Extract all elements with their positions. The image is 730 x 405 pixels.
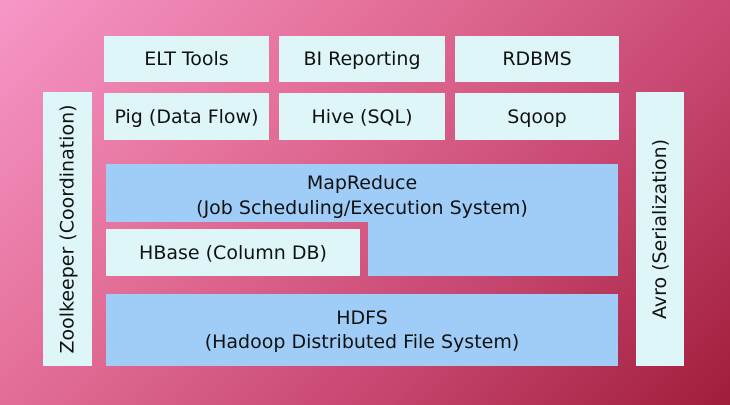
mapreduce-box-right (368, 221, 618, 276)
hive-label: Hive (SQL) (311, 105, 413, 128)
sqoop-box: Sqoop (455, 93, 619, 140)
hdfs-subtitle: (Hadoop Distributed File System) (204, 331, 520, 353)
pig-data-flow-box: Pig (Data Flow) (104, 93, 269, 140)
mapreduce-box-top (106, 164, 618, 222)
mapreduce-subtitle: (Job Scheduling/Execution System) (196, 197, 528, 219)
bi-reporting-box: BI Reporting (279, 36, 445, 82)
rdbms-box: RDBMS (455, 36, 619, 82)
zookeeper-coordination-box: Zoolkeeper (Coordination) (43, 92, 92, 366)
hdfs-title: HDFS (336, 307, 388, 329)
sqoop-label: Sqoop (507, 105, 567, 128)
avro-serialization-box: Avro (Serialization) (636, 92, 684, 366)
mapreduce-title: MapReduce (306, 172, 418, 194)
elt-tools-label: ELT Tools (144, 48, 229, 70)
hive-sql-box: Hive (SQL) (279, 93, 445, 140)
hbase-box: HBase (Column DB) (106, 229, 360, 276)
hbase-label: HBase (Column DB) (139, 241, 327, 264)
elt-tools-box: ELT Tools (104, 36, 269, 82)
rdbms-label: RDBMS (502, 48, 572, 70)
pig-label: Pig (Data Flow) (114, 105, 259, 128)
mapreduce-text: MapReduce (Job Scheduling/Execution Syst… (106, 171, 618, 221)
bi-reporting-label: BI Reporting (303, 48, 421, 70)
hdfs-box: HDFS (Hadoop Distributed File System) (106, 294, 618, 366)
